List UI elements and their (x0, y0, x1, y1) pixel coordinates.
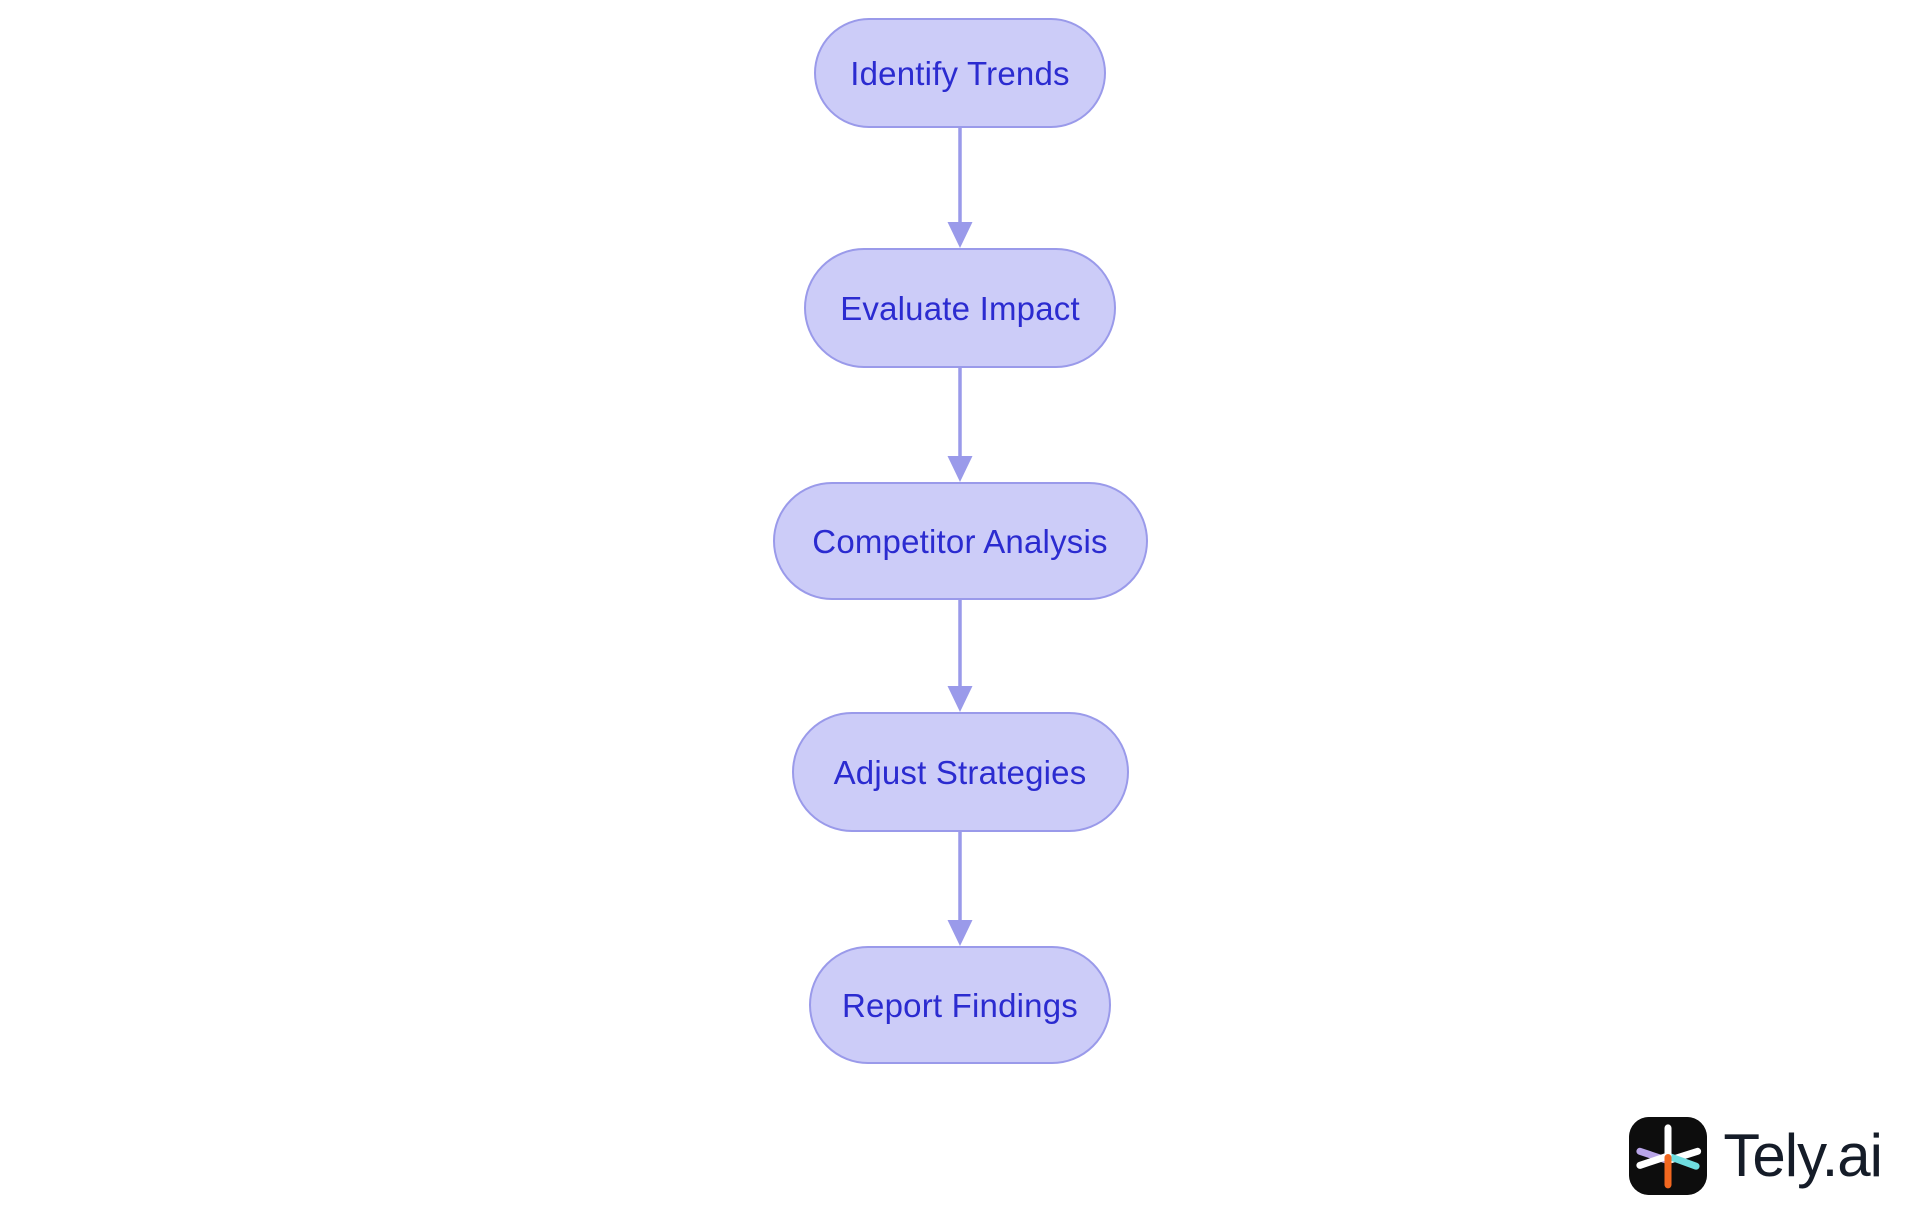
flow-node-label: Adjust Strategies (833, 753, 1087, 791)
flow-node-competitor-analysis[interactable]: Competitor Analysis (772, 482, 1148, 600)
flow-node-report-findings[interactable]: Report Findings (809, 946, 1111, 1064)
flow-node-label: Identify Trends (850, 54, 1070, 92)
flow-node-label: Competitor Analysis (812, 522, 1108, 560)
flow-node-identify-trends[interactable]: Identify Trends (814, 18, 1106, 128)
flow-node-evaluate-impact[interactable]: Evaluate Impact (804, 248, 1116, 368)
tely-ai-wordmark: Tely.ai (1723, 1122, 1883, 1189)
flow-node-label: Report Findings (842, 986, 1078, 1024)
tely-asterisk-icon (1629, 1117, 1708, 1195)
flow-node-adjust-strategies[interactable]: Adjust Strategies (791, 712, 1129, 832)
tely-ai-logo: Tely.ai (1629, 1117, 1883, 1195)
flow-node-column: Identify Trends Evaluate Impact Competit… (772, 18, 1148, 1064)
flow-node-label: Evaluate Impact (840, 289, 1080, 327)
